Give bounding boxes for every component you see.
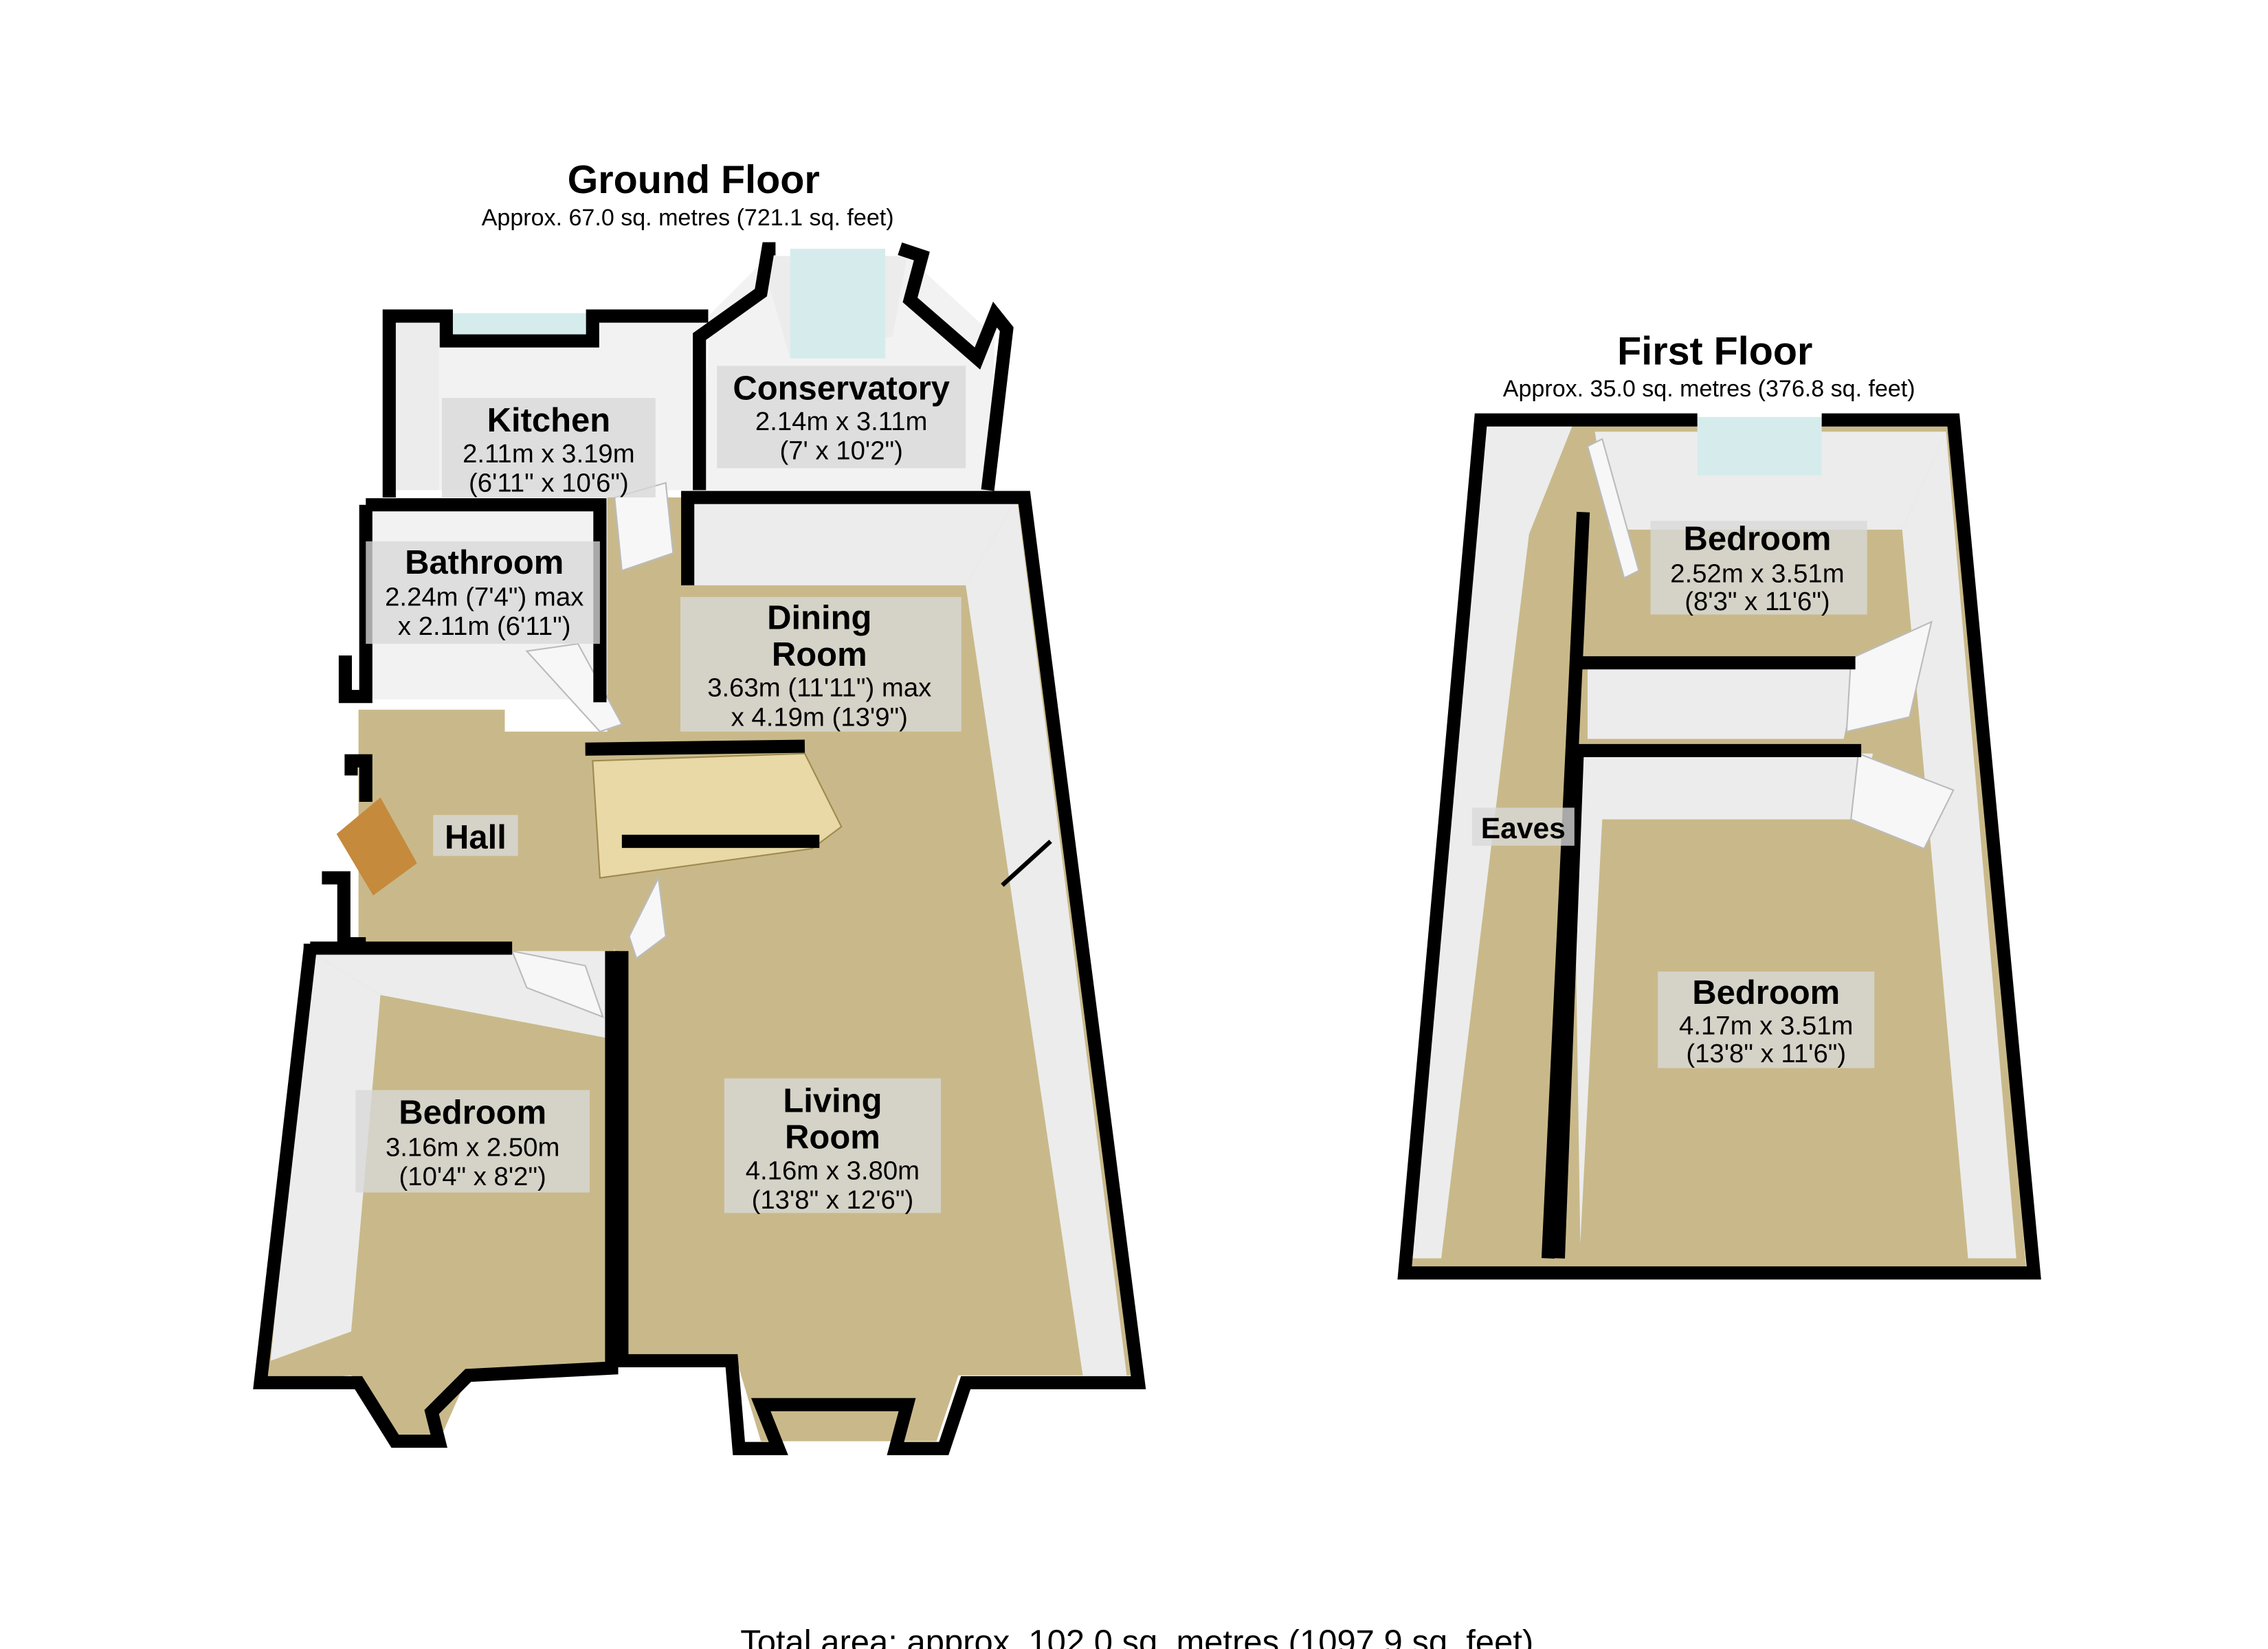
room-label-kitchen: Kitchen 2.11m x 3.19m (6'11" x 10'6") bbox=[441, 398, 656, 498]
stair-wall-top bbox=[585, 739, 805, 756]
svg-text:Eaves: Eaves bbox=[1481, 812, 1566, 845]
living-side-wall bbox=[966, 497, 1127, 1376]
svg-text:3.16m x 2.50m: 3.16m x 2.50m bbox=[386, 1132, 559, 1162]
svg-text:Conservatory: Conservatory bbox=[733, 370, 950, 407]
room-label-bedroom-first-1: Bedroom 2.52m x 3.51m (8'3" x 11'6") bbox=[1650, 521, 1867, 616]
svg-text:(7' x 10'2"): (7' x 10'2") bbox=[779, 436, 902, 466]
bedroom-back-wall bbox=[1594, 431, 1946, 530]
room-label-bedroom-ground: Bedroom 3.16m x 2.50m (10'4" x 8'2") bbox=[355, 1090, 590, 1193]
svg-text:Living: Living bbox=[783, 1082, 882, 1119]
svg-text:2.11m x 3.19m: 2.11m x 3.19m bbox=[463, 439, 635, 469]
ground-floor-title: Ground Floor bbox=[568, 158, 820, 202]
ground-floor-plan bbox=[253, 242, 1146, 1455]
landing-wall bbox=[1588, 665, 1858, 739]
room-label-hall: Hall bbox=[433, 815, 518, 856]
svg-text:4.16m x 3.80m: 4.16m x 3.80m bbox=[746, 1156, 920, 1185]
eaves-wall bbox=[1541, 511, 1590, 1259]
bathroom-door[interactable] bbox=[525, 642, 623, 733]
total-area: Total area: approx. 102.0 sq. metres (10… bbox=[740, 1624, 1533, 1649]
bedroom-door[interactable] bbox=[511, 950, 604, 1018]
svg-text:2.14m x 3.11m: 2.14m x 3.11m bbox=[755, 407, 928, 436]
dining-back-wall bbox=[687, 497, 1017, 585]
first-floor-outer-wall bbox=[1397, 413, 2041, 1280]
svg-text:Room: Room bbox=[772, 636, 867, 673]
kitchen-wall bbox=[382, 309, 709, 498]
room-label-dining-room: Dining Room 3.63m (11'11") max x 4.19m (… bbox=[680, 596, 961, 732]
svg-text:4.17m x 3.51m: 4.17m x 3.51m bbox=[1679, 1011, 1853, 1041]
svg-text:3.63m (11'11") max: 3.63m (11'11") max bbox=[707, 673, 931, 703]
svg-text:x 4.19m (13'9"): x 4.19m (13'9") bbox=[731, 702, 908, 732]
dining-living-wall bbox=[615, 491, 1146, 1455]
kitchen-side-wall bbox=[389, 319, 439, 491]
first-floor-title: First Floor bbox=[1617, 329, 1812, 373]
svg-text:(10'4" x 8'2"): (10'4" x 8'2") bbox=[399, 1162, 546, 1191]
svg-text:2.24m (7'4") max: 2.24m (7'4") max bbox=[385, 583, 583, 612]
right-side-wall bbox=[1902, 431, 2016, 1259]
svg-text:Dining: Dining bbox=[767, 600, 871, 637]
svg-text:Bathroom: Bathroom bbox=[405, 544, 564, 581]
svg-text:x 2.11m (6'11"): x 2.11m (6'11") bbox=[398, 612, 571, 641]
svg-text:(13'8" x 11'6"): (13'8" x 11'6") bbox=[1686, 1039, 1846, 1068]
first-floor-window bbox=[1697, 416, 1822, 476]
svg-text:(8'3" x 11'6"): (8'3" x 11'6") bbox=[1685, 587, 1830, 616]
svg-text:Bedroom: Bedroom bbox=[399, 1094, 546, 1131]
living-room-divider bbox=[1001, 840, 1052, 887]
conservatory-window bbox=[790, 249, 886, 359]
hall-wall-lower bbox=[322, 871, 366, 951]
conservatory-wall-right bbox=[898, 242, 1014, 491]
room-label-bedroom-first-2: Bedroom 4.17m x 3.51m (13'8" x 11'6") bbox=[1658, 972, 1875, 1068]
svg-text:2.52m x 3.51m: 2.52m x 3.51m bbox=[1670, 559, 1844, 589]
room-label-eaves: Eaves bbox=[1471, 807, 1575, 846]
conservatory-wall-left bbox=[693, 242, 776, 491]
svg-text:Kitchen: Kitchen bbox=[487, 402, 611, 439]
bathroom-wall bbox=[338, 504, 373, 704]
bedroom-wall bbox=[253, 947, 619, 1448]
living-room-door[interactable] bbox=[628, 875, 667, 960]
landing-door[interactable] bbox=[1845, 620, 1933, 733]
bedroom-side-wall bbox=[270, 951, 381, 1361]
front-door[interactable] bbox=[336, 797, 417, 896]
ground-floor-area: Approx. 67.0 sq. metres (721.1 sq. feet) bbox=[482, 205, 894, 231]
room-label-living-room: Living Room 4.16m x 3.80m (13'8" x 12'6"… bbox=[724, 1078, 941, 1215]
bedroom1-door[interactable] bbox=[1586, 438, 1640, 579]
first-floor-area: Approx. 35.0 sq. metres (376.8 sq. feet) bbox=[1503, 376, 1915, 402]
svg-text:Bedroom: Bedroom bbox=[1684, 521, 1832, 558]
svg-text:Bedroom: Bedroom bbox=[1692, 974, 1840, 1011]
bedroom2-door[interactable] bbox=[1850, 752, 1955, 850]
room-label-bathroom: Bathroom 2.24m (7'4") max x 2.11m (6'11"… bbox=[366, 541, 600, 644]
svg-text:Hall: Hall bbox=[445, 819, 507, 856]
svg-text:(6'11" x 10'6"): (6'11" x 10'6") bbox=[469, 469, 629, 498]
svg-text:(13'8" x 12'6"): (13'8" x 12'6") bbox=[752, 1185, 914, 1215]
svg-text:Room: Room bbox=[785, 1119, 880, 1156]
hall-wall-upper bbox=[344, 754, 373, 802]
bedroom2-back-wall bbox=[1572, 753, 1874, 1244]
room-label-conservatory: Conservatory 2.14m x 3.11m (7' x 10'2") bbox=[717, 366, 966, 469]
